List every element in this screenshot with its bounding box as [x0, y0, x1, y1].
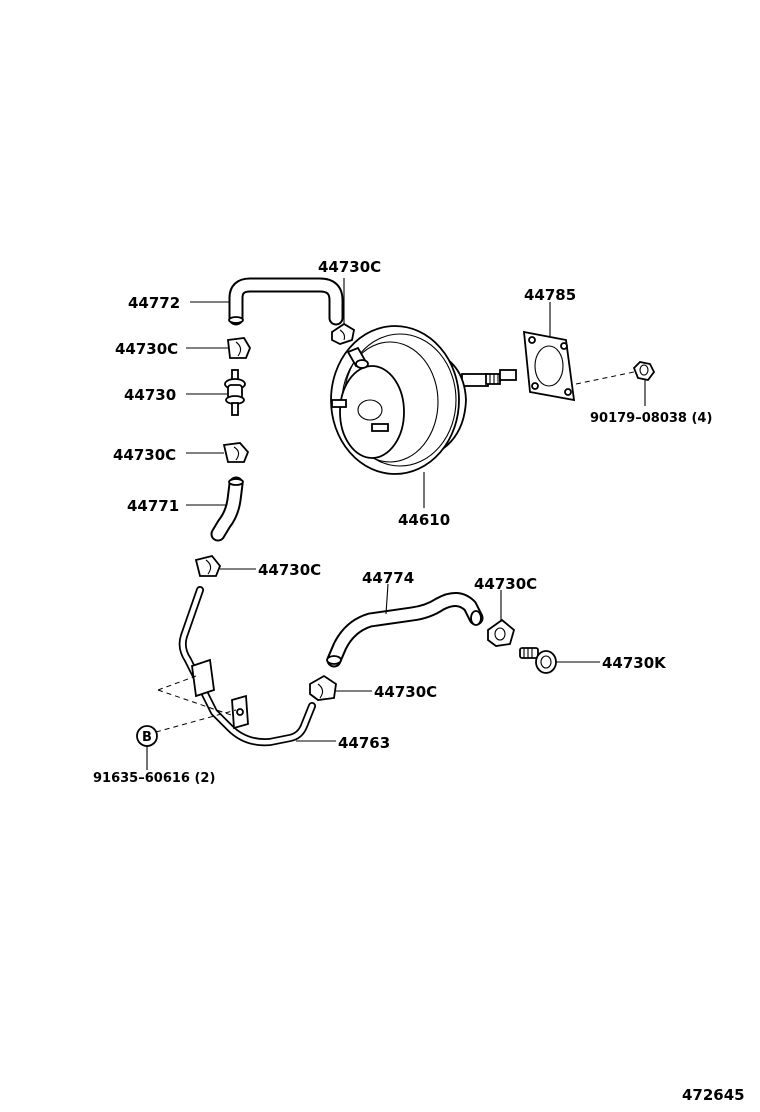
- brake-booster: [330, 325, 517, 475]
- hose-44771: [210, 476, 244, 542]
- bolt-marker-letter: B: [142, 730, 152, 745]
- label-44772: 44772: [128, 294, 180, 312]
- hose-clip-right: [487, 618, 516, 647]
- union-fitting: [519, 647, 557, 674]
- label-booster: 44610: [398, 511, 450, 529]
- label-clip-left-2: 44730C: [113, 446, 176, 464]
- label-clip-center: 44730C: [374, 683, 437, 701]
- label-nut: 90179–08038 (4): [590, 411, 712, 426]
- label-bolt: 91635–60616 (2): [93, 771, 215, 786]
- label-union: 44730K: [602, 654, 667, 672]
- flange-nut: [632, 361, 656, 381]
- vacuum-pipe: [178, 586, 316, 747]
- hose-clip-left-2: [222, 442, 250, 463]
- label-clip-left-1: 44730C: [115, 340, 178, 358]
- label-clip-top: 44730C: [318, 258, 381, 276]
- label-clip-right: 44730C: [474, 575, 537, 593]
- hose-clip-top: [331, 322, 356, 345]
- label-pipe: 44763: [338, 734, 390, 752]
- nut-dashed-line: [575, 371, 635, 385]
- label-44771: 44771: [127, 497, 179, 515]
- hose-44772: [228, 277, 344, 326]
- bolt-marker: B: [136, 725, 158, 747]
- figure-number: 472645: [682, 1086, 745, 1104]
- bolt-dashed-lines-upper: [157, 675, 235, 717]
- booster-gasket: [522, 330, 576, 402]
- bolt-dashed-line-lower: [155, 709, 237, 733]
- leader-44774: [385, 583, 389, 615]
- label-valve: 44730: [124, 386, 176, 404]
- hose-44774: [326, 592, 484, 668]
- hose-clip-center: [309, 674, 337, 701]
- label-44774: 44774: [362, 569, 414, 587]
- hose-clip-left-1: [227, 337, 252, 359]
- hose-clip-mid-left: [194, 554, 222, 577]
- label-clip-mid-left: 44730C: [258, 561, 321, 579]
- check-valve: [224, 369, 246, 416]
- label-gasket: 44785: [524, 286, 576, 304]
